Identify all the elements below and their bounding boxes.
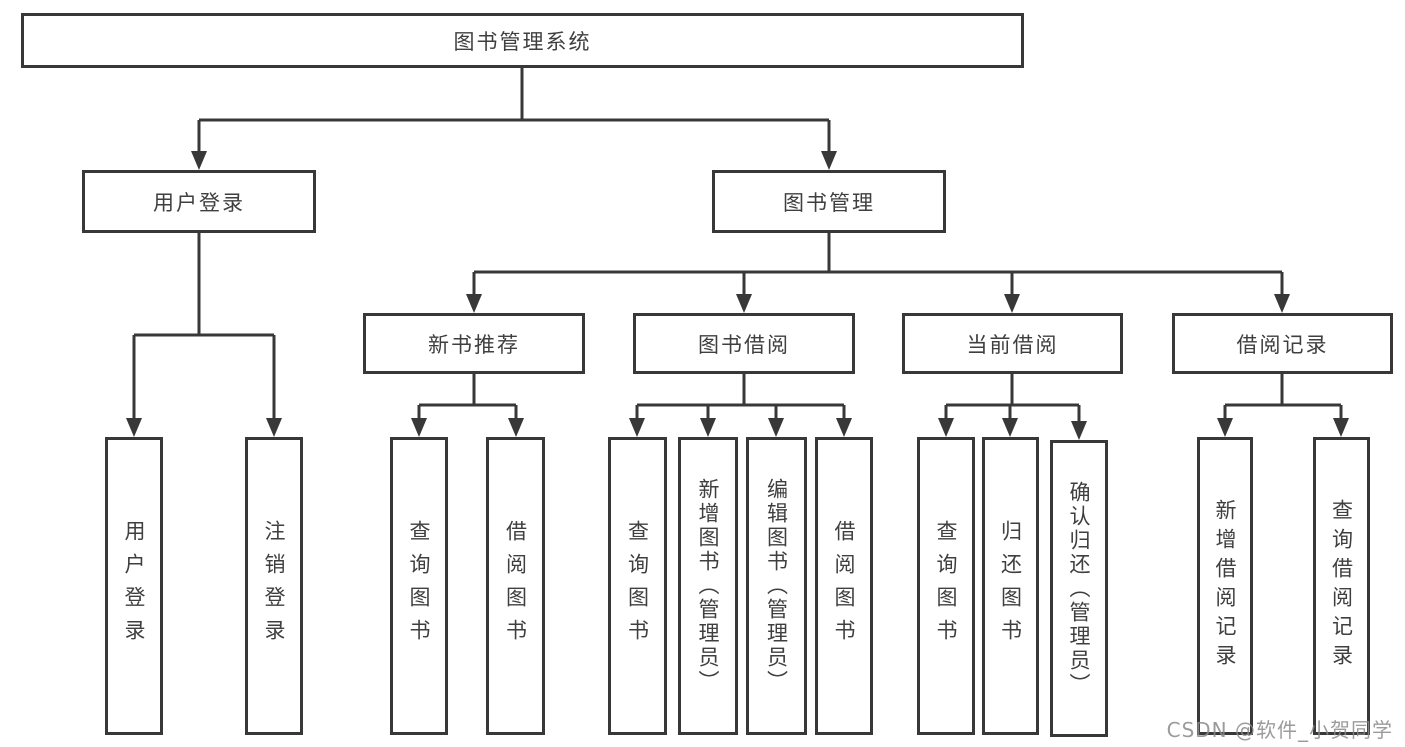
node-leaf-confirm-return-admin: 确认归还（管理员） <box>1050 440 1108 737</box>
csdn-watermark: CSDN @软件_小贺同学 <box>1166 718 1393 742</box>
node-book-borrowing: 图书借阅 <box>633 313 855 374</box>
node-leaf-newbook-borrow-books: 借阅图书 <box>486 437 545 735</box>
node-leaf-add-borrow-record: 新增借阅记录 <box>1197 437 1253 735</box>
node-borrowing-records: 借阅记录 <box>1172 313 1393 374</box>
node-leaf-query-borrow-record: 查询借阅记录 <box>1313 437 1370 735</box>
node-leaf-current-query-books: 查询图书 <box>917 437 975 735</box>
node-leaf-user-login: 用户登录 <box>105 437 163 735</box>
node-leaf-logout: 注销登录 <box>245 437 303 735</box>
leaf-label: 新增图书（管理员） <box>696 478 721 694</box>
node-current-borrowing: 当前借阅 <box>902 313 1123 374</box>
leaf-label: 注销登录 <box>262 520 287 652</box>
leaf-label: 归还图书 <box>998 520 1023 652</box>
leaf-label: 查询图书 <box>625 520 650 652</box>
node-new-book-recommend: 新书推荐 <box>363 313 585 374</box>
node-user-login: 用户登录 <box>82 170 316 233</box>
leaf-label: 查询图书 <box>934 520 959 652</box>
leaf-label: 查询图书 <box>407 520 432 652</box>
node-leaf-borrow-books: 借阅图书 <box>815 437 873 735</box>
node-leaf-borrow-query-books: 查询图书 <box>608 437 667 735</box>
leaf-label: 查询借阅记录 <box>1329 499 1354 673</box>
leaf-label: 借阅图书 <box>503 520 528 652</box>
leaf-label: 借阅图书 <box>832 520 857 652</box>
node-leaf-newbook-query-books: 查询图书 <box>390 437 448 735</box>
leaf-label: 编辑图书（管理员） <box>764 478 789 694</box>
node-leaf-add-books-admin: 新增图书（管理员） <box>678 437 738 735</box>
node-leaf-return-books: 归还图书 <box>982 437 1039 735</box>
leaf-label: 确认归还（管理员） <box>1067 480 1092 697</box>
node-book-management: 图书管理 <box>712 170 946 233</box>
leaf-label: 用户登录 <box>122 520 147 652</box>
node-leaf-edit-books-admin: 编辑图书（管理员） <box>746 437 807 735</box>
leaf-label: 新增借阅记录 <box>1213 499 1238 673</box>
node-library-system: 图书管理系统 <box>21 13 1024 68</box>
